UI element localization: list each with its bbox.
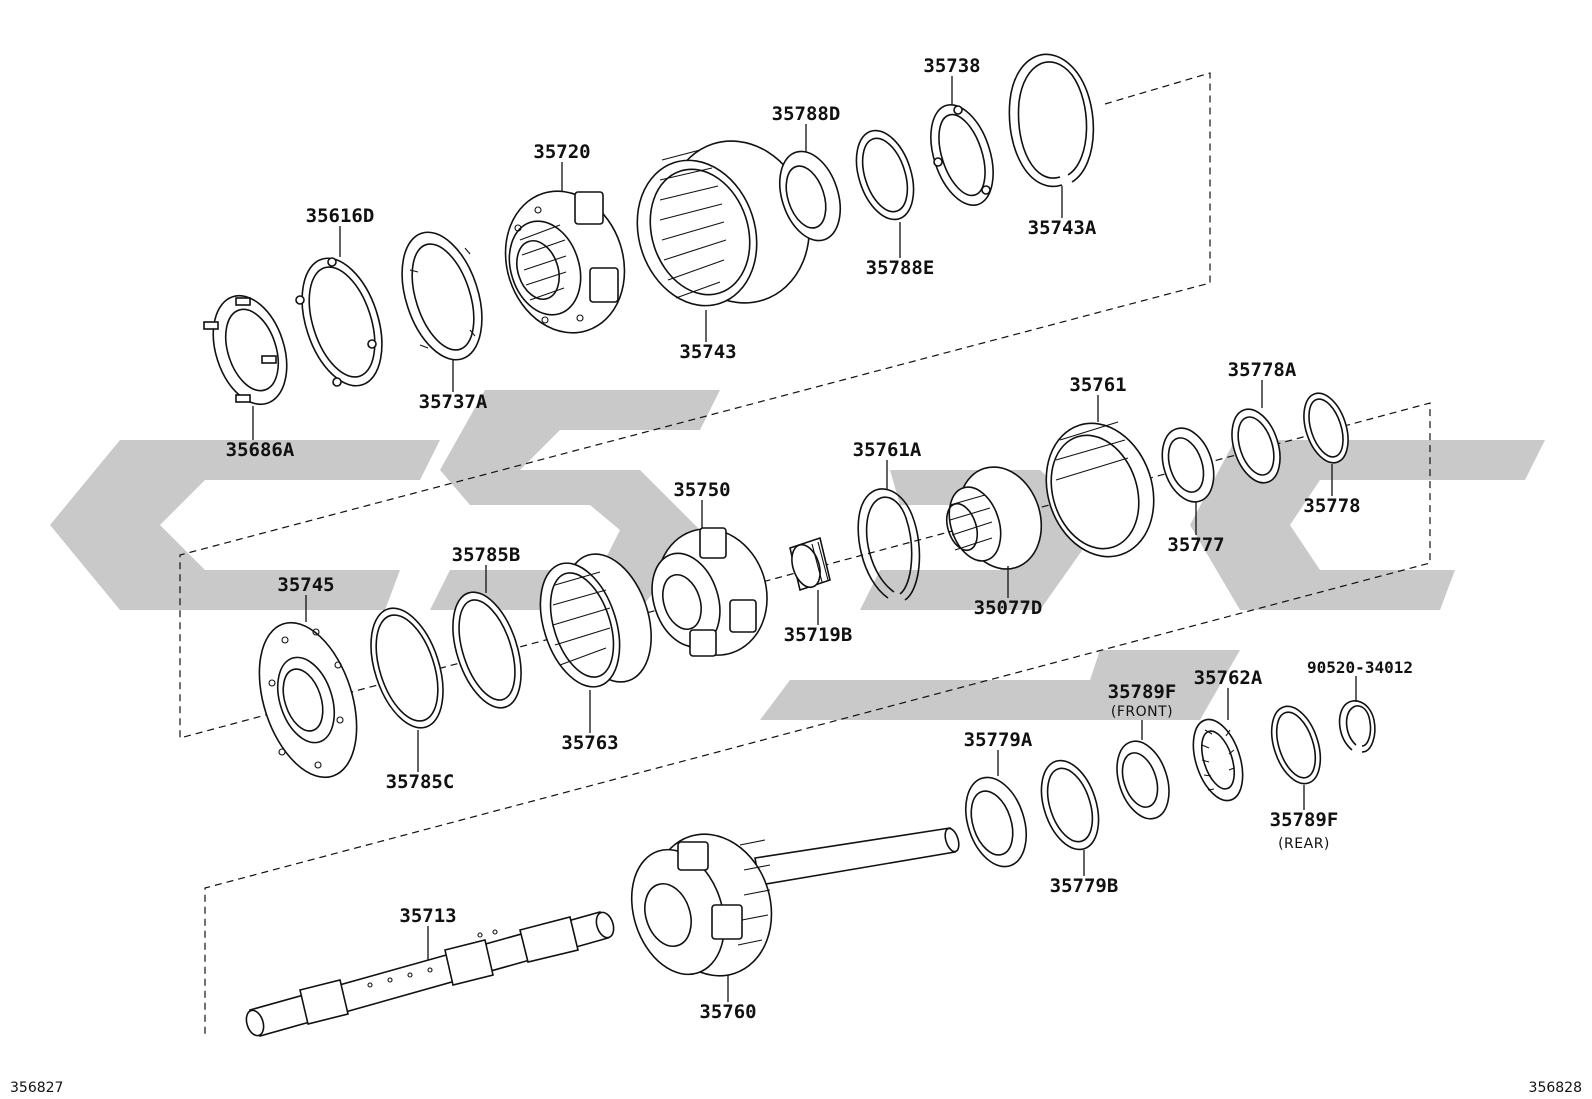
part-35720-drawing	[504, 190, 626, 334]
leader-lines	[252, 76, 1357, 1002]
part-35779A-drawing	[965, 776, 1027, 868]
part-35789F-rear-drawing	[1270, 705, 1322, 785]
part-90520-34012-drawing	[1338, 700, 1376, 753]
label-35763: 35763	[561, 732, 618, 754]
label-35788E: 35788E	[866, 257, 935, 279]
part-35788E-drawing	[855, 129, 915, 221]
label-35779A: 35779A	[964, 729, 1033, 751]
label-35616D: 35616D	[306, 205, 375, 227]
label-35761: 35761	[1069, 374, 1126, 396]
part-35760-drawing	[630, 827, 960, 977]
part-35686A-drawing	[203, 294, 288, 406]
part-35743A-drawing	[1008, 53, 1095, 188]
label-35785B: 35785B	[452, 544, 521, 566]
part-35779B-drawing	[1040, 759, 1100, 851]
label-35761A: 35761A	[853, 439, 922, 461]
part-35778A-drawing	[1231, 408, 1281, 484]
label-35713: 35713	[399, 905, 456, 927]
part-35778-drawing	[1303, 392, 1349, 464]
label-35777: 35777	[1167, 534, 1224, 556]
dashed-boundaries	[179, 72, 1431, 1035]
label-35779B: 35779B	[1050, 875, 1119, 897]
corner-id-left: 356827	[10, 1080, 63, 1096]
part-35761A-drawing	[857, 488, 921, 601]
corner-id-right: 356828	[1529, 1080, 1582, 1096]
part-labels: 35686A 35616D 35737A 35720 35743 35788D …	[226, 55, 1413, 1023]
label-35743: 35743	[679, 341, 736, 363]
label-35719B: 35719B	[784, 624, 853, 646]
label-35738: 35738	[923, 55, 980, 77]
part-35777-drawing	[1161, 427, 1215, 503]
part-35737A-drawing	[401, 231, 483, 361]
label-35778A: 35778A	[1228, 359, 1297, 381]
part-35616D-drawing	[295, 257, 383, 387]
label-35686A: 35686A	[226, 439, 295, 461]
part-35719B-drawing	[789, 536, 831, 592]
part-35761-drawing	[1045, 421, 1155, 558]
part-35763-drawing	[539, 553, 652, 688]
note-rear: (REAR)	[1278, 836, 1330, 852]
part-35750-drawing	[651, 527, 768, 657]
part-35743-drawing	[636, 140, 811, 307]
part-35738-drawing	[930, 103, 994, 207]
label-35750: 35750	[673, 479, 730, 501]
label-35785C: 35785C	[386, 771, 455, 793]
label-35737A: 35737A	[419, 391, 488, 413]
part-35789F-front-drawing	[1116, 740, 1170, 820]
label-35762A: 35762A	[1194, 667, 1263, 689]
part-35785B-drawing	[452, 591, 522, 709]
part-35745-drawing	[258, 621, 358, 779]
note-front: (FRONT)	[1111, 704, 1173, 720]
watermark-logo	[50, 390, 1545, 720]
label-35778: 35778	[1303, 495, 1360, 517]
label-35720: 35720	[533, 141, 590, 163]
label-35788D: 35788D	[772, 103, 841, 125]
label-35789F-rear: 35789F	[1270, 809, 1339, 831]
label-35760: 35760	[699, 1001, 756, 1023]
part-35762A-drawing	[1192, 718, 1244, 802]
part-35785C-drawing	[370, 607, 444, 729]
part-35788D-drawing	[779, 150, 841, 242]
label-35789F-front: 35789F	[1108, 681, 1177, 703]
part-35713-drawing	[245, 911, 615, 1037]
label-90520-34012: 90520-34012	[1307, 658, 1413, 677]
label-35077D: 35077D	[974, 597, 1043, 619]
part-35077D-drawing	[945, 466, 1043, 570]
label-35745: 35745	[277, 574, 334, 596]
label-35743A: 35743A	[1028, 217, 1097, 239]
